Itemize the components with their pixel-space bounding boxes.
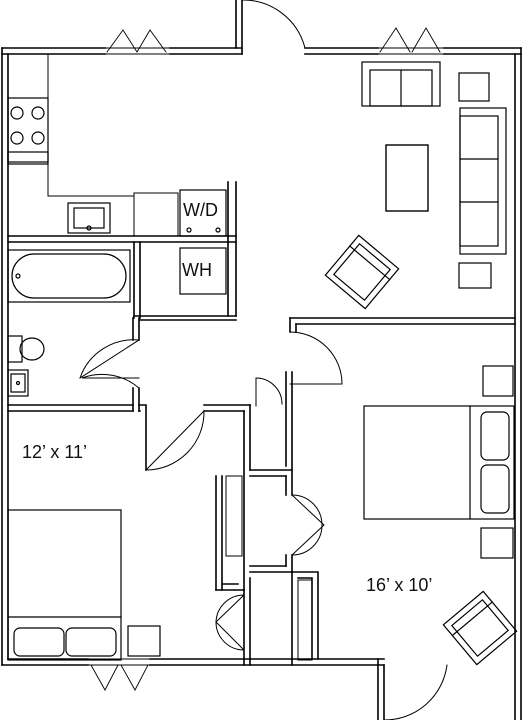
kitchen-sink xyxy=(67,202,111,234)
nightstand-right-bottom xyxy=(480,527,514,559)
patio-door[interactable] xyxy=(383,664,448,721)
end-table-top xyxy=(458,72,490,102)
window-living xyxy=(377,27,445,55)
toilet xyxy=(7,335,45,363)
hall-closet-door[interactable] xyxy=(255,377,283,407)
bathtub xyxy=(7,249,131,303)
bathroom-door[interactable] xyxy=(79,339,140,389)
bedroom-right-dimensions: 16’ x 10’ xyxy=(366,575,433,595)
bedroom-left-door[interactable] xyxy=(145,410,205,471)
window-kitchen xyxy=(104,29,171,55)
stove xyxy=(7,97,49,165)
dishwasher xyxy=(133,192,179,237)
sofa xyxy=(459,107,507,255)
entry-door[interactable] xyxy=(241,0,306,49)
interior-walls xyxy=(7,181,516,666)
closet-shelf-left xyxy=(225,475,243,557)
bed-right xyxy=(363,405,515,520)
end-table-bottom xyxy=(458,262,492,289)
kitchen-counter xyxy=(7,53,135,237)
armchair-top xyxy=(361,61,441,107)
bed-left xyxy=(7,509,122,661)
nightstand-left xyxy=(127,625,161,657)
bath-sink xyxy=(7,369,29,397)
armchair-bedroom xyxy=(442,590,518,666)
bedroom-right-door[interactable] xyxy=(289,331,343,385)
closet-door-right[interactable] xyxy=(291,494,325,556)
water-heater-label: WH xyxy=(182,260,212,280)
bedroom-left-dimensions: 12’ x 11’ xyxy=(22,442,88,462)
window-bedroom-left xyxy=(87,658,151,691)
nightstand-right-top xyxy=(482,365,514,397)
armchair-angled xyxy=(324,234,400,310)
closet-shelf-right xyxy=(297,579,313,661)
water-heater xyxy=(179,247,227,295)
closet-door-left[interactable] xyxy=(215,594,245,651)
coffee-table xyxy=(385,144,429,212)
washer-dryer-label: W/D xyxy=(183,200,218,220)
